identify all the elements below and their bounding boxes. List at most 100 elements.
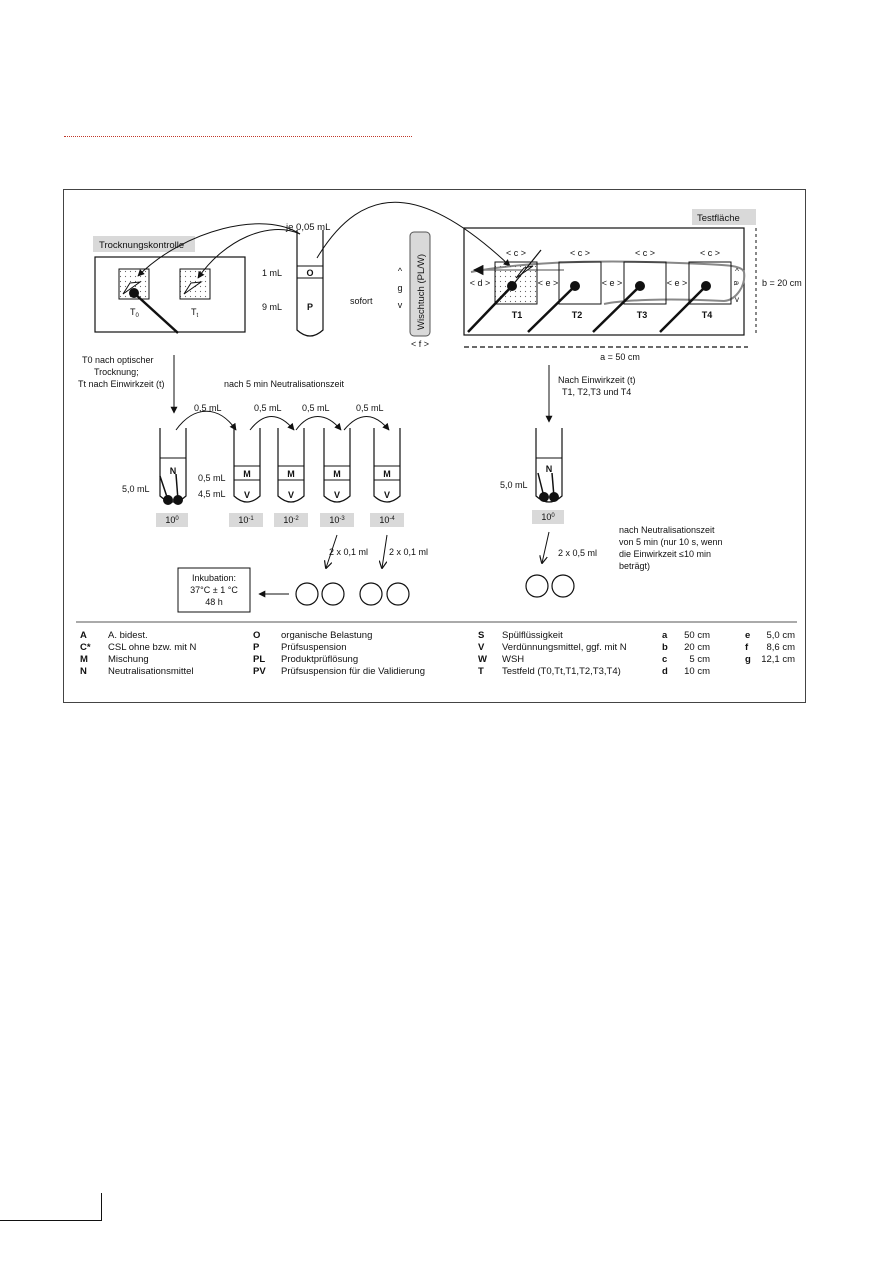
transfer-arrow-t1	[316, 201, 511, 267]
page-corner-mark	[0, 1193, 102, 1221]
test-field-tt	[179, 268, 211, 300]
e-label-2: < e >	[602, 278, 623, 288]
c-label-t2: < c >	[570, 248, 590, 258]
procedure-figure: Trocknungskontrolle T0 Tt je 0,05 mL O P…	[63, 189, 806, 703]
neutraliser-tube-right	[535, 428, 563, 503]
test-field-t3	[623, 261, 667, 305]
carrier-flag-tt	[183, 281, 203, 295]
suspension-tube	[296, 230, 324, 337]
transfer-volume-3: 0,5 mL	[302, 403, 330, 413]
neutraliser-letter-right: N	[546, 464, 553, 474]
dilution-label-right: 100	[541, 512, 555, 522]
swab-t4	[659, 285, 707, 333]
agar-plate	[295, 582, 319, 606]
incubation-box	[177, 567, 251, 613]
field-label-t4: T4	[702, 310, 713, 320]
field-label-tt: Tt	[191, 307, 199, 319]
svg-text:M: M	[243, 469, 251, 479]
neutraliser-letter-left: N	[170, 466, 177, 476]
tube-volume-bottom: 9 mL	[262, 302, 282, 312]
transfer-arrow-tt	[197, 229, 301, 279]
right-neutral-note-2: von 5 min (nur 10 s, wenn	[619, 537, 723, 547]
svg-text:M: M	[333, 469, 341, 479]
g-mark-bottom: v	[398, 300, 403, 310]
tube-layer-o: O	[306, 268, 313, 278]
svg-text:V: V	[288, 490, 294, 500]
test-field-t4	[688, 261, 732, 305]
e-label-1: < e >	[538, 278, 559, 288]
wipe-cloth-label: Wischtuch (PL/W)	[416, 254, 427, 330]
a-mark-top: ^	[735, 267, 739, 276]
svg-text:V: V	[244, 490, 250, 500]
test-field-t2	[558, 261, 602, 305]
plating-label-1: 2 x 0,1 ml	[329, 547, 368, 557]
dilution-tube-2: M V 10-2	[274, 428, 308, 527]
swab-t1	[467, 285, 513, 333]
right-neutral-note-4: beträgt)	[619, 561, 650, 571]
svg-text:10-4: 10-4	[379, 515, 395, 525]
svg-text:10-3: 10-3	[329, 515, 345, 525]
c-label-t1: < c >	[506, 248, 526, 258]
transfer-volume-2: 0,5 mL	[254, 403, 282, 413]
a-mark-bottom: v	[735, 295, 739, 304]
field-label-t2: T2	[572, 310, 583, 320]
drying-control-title: Trocknungskontrolle	[99, 240, 184, 251]
a-mark-label: a	[732, 281, 741, 286]
incubation-line3: 48 h	[205, 597, 223, 607]
drying-control-title-bg	[93, 236, 195, 252]
agar-plate	[551, 574, 575, 598]
carrier-flag-t0	[122, 281, 142, 295]
agar-plate	[359, 582, 383, 606]
dilution-bottom-volume: 4,5 mL	[198, 489, 226, 499]
transfer-volume-4: 0,5 mL	[356, 403, 384, 413]
neutralisation-note: nach 5 min Neutralisationszeit	[224, 379, 345, 389]
transfer-volume-1: 0,5 mL	[194, 403, 222, 413]
neutraliser-volume-right: 5,0 mL	[500, 480, 528, 490]
dilution-top-volume: 0,5 mL	[198, 473, 226, 483]
procedure-diagram: Trocknungskontrolle T0 Tt je 0,05 mL O P…	[76, 201, 802, 623]
dilution-tube-3: M V 10-3	[320, 428, 354, 527]
agar-plate	[386, 582, 410, 606]
dilution-tube-4: M V 10-4	[370, 428, 404, 527]
test-surface-title-bg	[692, 209, 756, 225]
neutraliser-tube-left	[159, 428, 187, 503]
agar-plate	[321, 582, 345, 606]
drying-control-box	[94, 256, 246, 333]
right-note-line1: Nach Einwirkzeit (t)	[558, 375, 636, 385]
header-dotted-rule	[64, 136, 412, 137]
swab-handle-t0	[133, 292, 179, 334]
dimension-b-label: b = 20 cm	[762, 278, 802, 288]
left-note-line1: T0 nach optischer	[82, 355, 154, 365]
field-label-t3: T3	[637, 310, 648, 320]
svg-text:V: V	[334, 490, 340, 500]
dimension-a-label: a = 50 cm	[600, 352, 640, 362]
neutraliser-volume-left: 5,0 mL	[122, 484, 150, 494]
left-note-line3: Tt nach Einwirkzeit (t)	[78, 379, 165, 389]
left-note-line2: Trocknung;	[94, 367, 139, 377]
tube-layer-p: P	[307, 302, 313, 312]
g-mark-top: ^	[398, 266, 403, 276]
g-mark-label: g	[397, 283, 402, 293]
sofort-label: sofort	[350, 296, 373, 306]
svg-text:M: M	[287, 469, 295, 479]
svg-text:10-1: 10-1	[238, 515, 254, 525]
swab-t2	[527, 285, 576, 333]
wipe-f-label: < f >	[411, 339, 429, 349]
right-neutral-note-3: die Einwirkzeit ≤10 min	[619, 549, 711, 559]
swab-t3	[592, 285, 641, 333]
right-neutral-note-1: nach Neutralisationszeit	[619, 525, 715, 535]
d-label: < d >	[470, 278, 491, 288]
right-plating-label: 2 x 0,5 ml	[558, 548, 597, 558]
tube-volume-top: 1 mL	[262, 268, 282, 278]
incubation-line1: Inkubation:	[192, 573, 236, 583]
field-label-t0: T0	[130, 307, 140, 319]
c-label-t3: < c >	[635, 248, 655, 258]
svg-text:10-2: 10-2	[283, 515, 299, 525]
field-label-t1: T1	[512, 310, 523, 320]
